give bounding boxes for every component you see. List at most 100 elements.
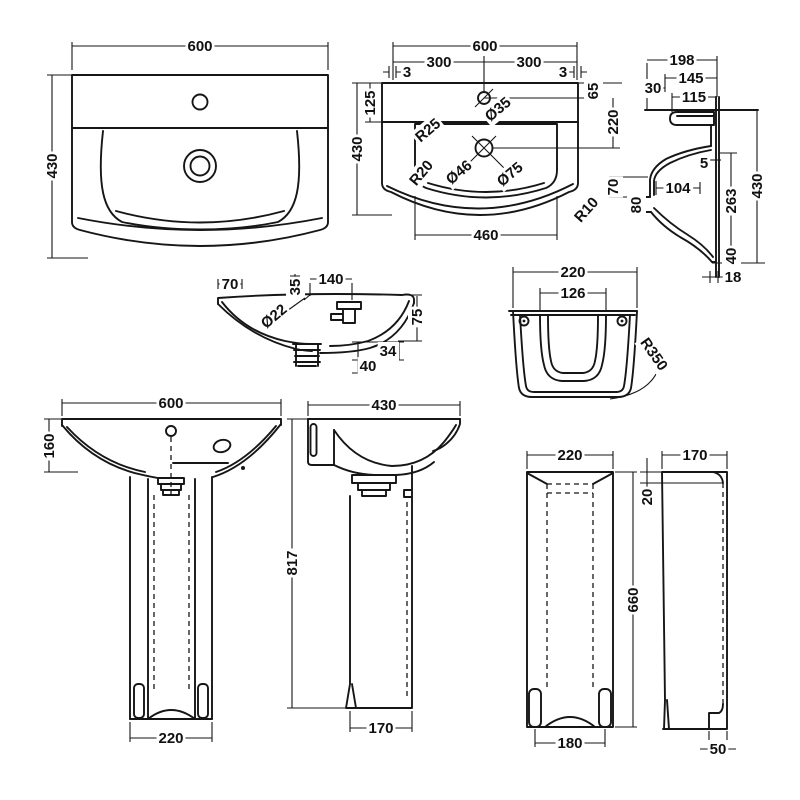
- dim-bracket-width: 220: [560, 264, 585, 281]
- bp-overflow-hole: [165, 425, 177, 437]
- section-underside-inner: [653, 207, 714, 258]
- bowl-bottom-arc: [115, 210, 285, 224]
- section-underside-outer: [650, 211, 713, 263]
- dim-dish-tap-spacing: 140: [318, 271, 343, 288]
- dim-ps-depth: 170: [682, 447, 707, 464]
- ps-outline: [661, 471, 728, 730]
- dimension-lines: [44, 399, 282, 742]
- bp-pedestal-bottom: [129, 709, 213, 720]
- ps-top-notch: [712, 471, 724, 484]
- dim-bracket-inner-width: 126: [560, 285, 585, 302]
- dim-pf-feet-spacing: 180: [557, 735, 582, 752]
- bps-front-rim: [432, 418, 461, 452]
- chain-hole: [241, 466, 245, 470]
- dim-plan-width: 600: [472, 38, 497, 55]
- pf-outline: [526, 471, 614, 728]
- overflow-hole: [191, 93, 209, 111]
- view-basin-plan: 600 300 300 3 3 125 430 Ø35 65 220 R25 R…: [348, 37, 623, 245]
- pf-inner-dashed: [546, 483, 594, 688]
- bracket-top-lines: [508, 310, 638, 316]
- bps-rear-block: [307, 418, 335, 466]
- ps-bottom-step: [708, 703, 724, 730]
- dim-plan-right-edge: 3: [559, 64, 567, 81]
- view-pedestal-side: 170 20 50: [638, 446, 736, 759]
- bps-bowl-curve: [333, 424, 457, 467]
- dim-bowl-width: 460: [473, 227, 498, 244]
- dim-plan-depth: 430: [349, 136, 366, 161]
- view-basin-pedestal-side: 430 817 170: [283, 396, 461, 738]
- dim-ps-bottom-recess: 50: [710, 741, 727, 758]
- bps-pedestal: [345, 465, 413, 709]
- dim-pf-height: 660: [625, 587, 642, 612]
- bracket-u-inner: [547, 314, 599, 374]
- dim-basin-front-height: 430: [44, 153, 61, 178]
- drain-center: [474, 138, 494, 158]
- dimension-lines: [526, 451, 637, 747]
- pf-bottom-arc: [544, 716, 596, 728]
- pf-foot-left: [528, 688, 542, 728]
- bp-pedestal-dashed: [153, 495, 190, 690]
- bracket-u-outer: [539, 314, 607, 382]
- dim-dish-tap-rise: 35: [287, 279, 304, 296]
- bracket-inner: [519, 314, 631, 393]
- bp-basin-inner-left: [66, 426, 146, 473]
- dim-plan-left-edge: 3: [403, 64, 411, 81]
- section-band-inner: [653, 149, 712, 196]
- bp-basin-underside-right: [212, 423, 282, 478]
- bracket-outer: [512, 310, 638, 398]
- dim-section-height-lower: 263: [723, 188, 740, 213]
- dim-plan-left-half: 300: [426, 54, 451, 71]
- bp-basin-top: [61, 418, 282, 427]
- section-band-outer: [649, 145, 712, 198]
- section-deck: [669, 111, 715, 126]
- dim-drain-offset: 220: [605, 109, 622, 134]
- dim-section-overflow-lower: 80: [628, 197, 645, 214]
- bp-tap-hole: [212, 438, 232, 454]
- section-wall-lines: [715, 96, 720, 278]
- dim-bp-basin-height: 160: [41, 433, 58, 458]
- screw-hole-left: [518, 315, 530, 327]
- view-basin-sectional-front: 70 35 140 Ø22 75 34 40: [217, 270, 427, 376]
- dim-ps-top-recess: 20: [639, 489, 656, 506]
- dim-section-bowl-rear: 104: [665, 180, 691, 197]
- bowl-outline: [99, 130, 301, 231]
- bp-basin-inner-right: [215, 425, 277, 473]
- pf-foot-right: [598, 688, 612, 728]
- dim-basin-front-width: 600: [187, 38, 212, 55]
- dim-section-tip-height: 40: [723, 248, 740, 265]
- bp-foot-left: [133, 683, 145, 719]
- view-pedestal-plan: 220 126 R350: [508, 263, 673, 400]
- dim-bps-total-height: 817: [284, 550, 301, 575]
- dim-tap-hole-offset: 65: [585, 83, 602, 100]
- drain-hole-outer: [183, 149, 217, 183]
- dim-section-apron-width: 18: [725, 269, 742, 286]
- dim-section-overflow-upper: 70: [605, 179, 622, 196]
- dim-bps-depth: 430: [371, 397, 396, 414]
- basin-front-lip: [77, 217, 323, 231]
- bp-foot-right: [197, 683, 209, 719]
- bp-pedestal-sides: [129, 476, 213, 720]
- radius-leader: [609, 369, 659, 400]
- dim-plan-right-half: 300: [516, 54, 541, 71]
- view-basin-side-section: 198 145 115 30 5 104 70 80 263 40 430 18: [604, 51, 767, 287]
- waste-outlet: [292, 343, 322, 367]
- plan-bowl-inner-arc: [427, 182, 545, 193]
- dim-dish-boss-height: 34: [380, 343, 397, 360]
- dim-section-depth-tap: 115: [682, 89, 706, 106]
- dim-plan-deck-depth: 125: [362, 90, 379, 115]
- dish-bowl-inner-right: [329, 300, 410, 347]
- dim-section-depth-deck: 145: [678, 70, 703, 87]
- dim-pf-width: 220: [557, 447, 582, 464]
- dim-bp-base-width: 220: [158, 730, 183, 747]
- bps-fixing-slot: [309, 423, 318, 457]
- dim-bp-width: 600: [158, 395, 183, 412]
- dim-section-rear-offset: 30: [645, 80, 662, 97]
- view-basin-pedestal-front: 600 160 220: [40, 394, 282, 748]
- plan-apron-arc: [386, 183, 574, 210]
- dim-section-depth-total: 198: [669, 52, 694, 69]
- plan-outline: [381, 82, 579, 216]
- dish-underside-right: [319, 302, 415, 354]
- bps-shell: [333, 461, 435, 476]
